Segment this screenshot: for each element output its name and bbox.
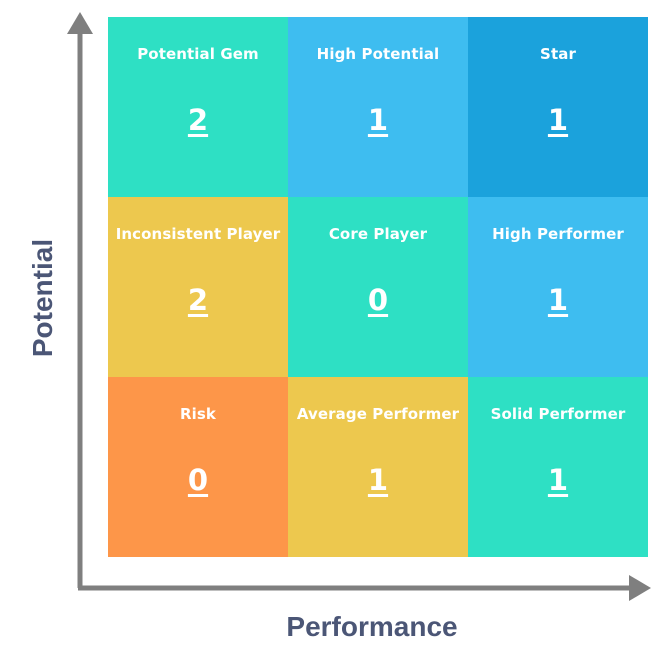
cell-count-link[interactable]: 1 [547,463,569,497]
cell-high-performer[interactable]: High Performer 1 [468,197,648,377]
cell-solid-performer[interactable]: Solid Performer 1 [468,377,648,557]
cell-count-link[interactable]: 1 [367,463,389,497]
cell-count-link[interactable]: 2 [187,283,209,317]
cell-count-link[interactable]: 0 [367,283,389,317]
x-axis-label: Performance [286,611,458,642]
y-axis-label: Potential [27,238,58,358]
cell-risk[interactable]: Risk 0 [108,377,288,557]
cell-title: High Potential [316,45,440,63]
cell-title: Potential Gem [137,45,259,63]
cell-star[interactable]: Star 1 [468,17,648,197]
cell-high-potential[interactable]: High Potential 1 [288,17,468,197]
cell-potential-gem[interactable]: Potential Gem 2 [108,17,288,197]
cell-count-link[interactable]: 0 [187,463,209,497]
y-axis-arrow-icon [67,12,93,34]
cell-title: Star [540,45,576,63]
cell-title: High Performer [492,225,624,243]
nine-box-grid: Potential Gem 2 High Potential 1 Star 1 … [108,17,648,557]
cell-title: Risk [180,405,216,423]
cell-title: Core Player [328,225,428,243]
cell-core-player[interactable]: Core Player 0 [288,197,468,377]
cell-count-link[interactable]: 2 [187,103,209,137]
cell-title: Inconsistent Player [115,225,281,243]
cell-title: Solid Performer [490,405,626,423]
cell-inconsistent-player[interactable]: Inconsistent Player 2 [108,197,288,377]
cell-average-performer[interactable]: Average Performer 1 [288,377,468,557]
cell-count-link[interactable]: 1 [547,103,569,137]
cell-count-link[interactable]: 1 [367,103,389,137]
cell-title: Average Performer [296,405,460,423]
cell-count-link[interactable]: 1 [547,283,569,317]
x-axis-arrow-icon [629,575,651,601]
